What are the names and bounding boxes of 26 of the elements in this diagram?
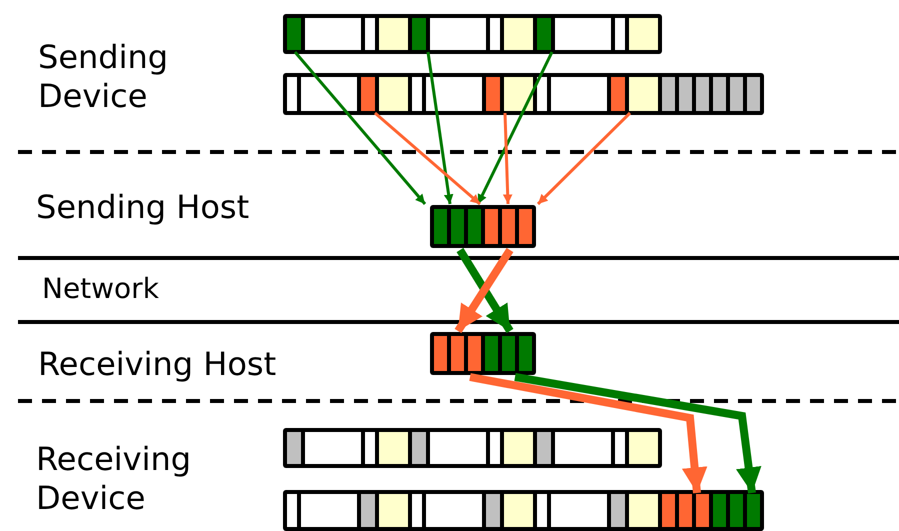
layer-label: Sending Device <box>38 38 170 116</box>
buffer-slot <box>611 77 625 111</box>
buffer-slot <box>412 18 426 50</box>
buffer-slot <box>486 77 500 111</box>
layer-label: Receiving Device <box>36 440 192 518</box>
arrow <box>426 52 454 204</box>
buffer-slot <box>537 18 551 50</box>
memory-buffer <box>283 490 764 531</box>
memory-buffer <box>283 73 764 115</box>
layer-label: Network <box>42 272 160 306</box>
packet <box>430 205 536 248</box>
arrow <box>536 112 632 206</box>
buffer-slot <box>361 77 375 111</box>
arrow <box>374 112 481 206</box>
arrow <box>514 373 762 494</box>
buffer-slot <box>287 18 301 50</box>
layer-label: Sending Host <box>36 188 250 228</box>
memory-buffer <box>283 428 662 468</box>
arrow <box>502 112 512 204</box>
packet <box>430 332 536 375</box>
slot-group <box>713 494 760 527</box>
layer-label: Receiving Host <box>38 345 278 384</box>
slot-group <box>662 494 709 527</box>
memory-buffer <box>283 14 662 54</box>
arrow <box>476 51 554 205</box>
arrow <box>294 51 426 205</box>
